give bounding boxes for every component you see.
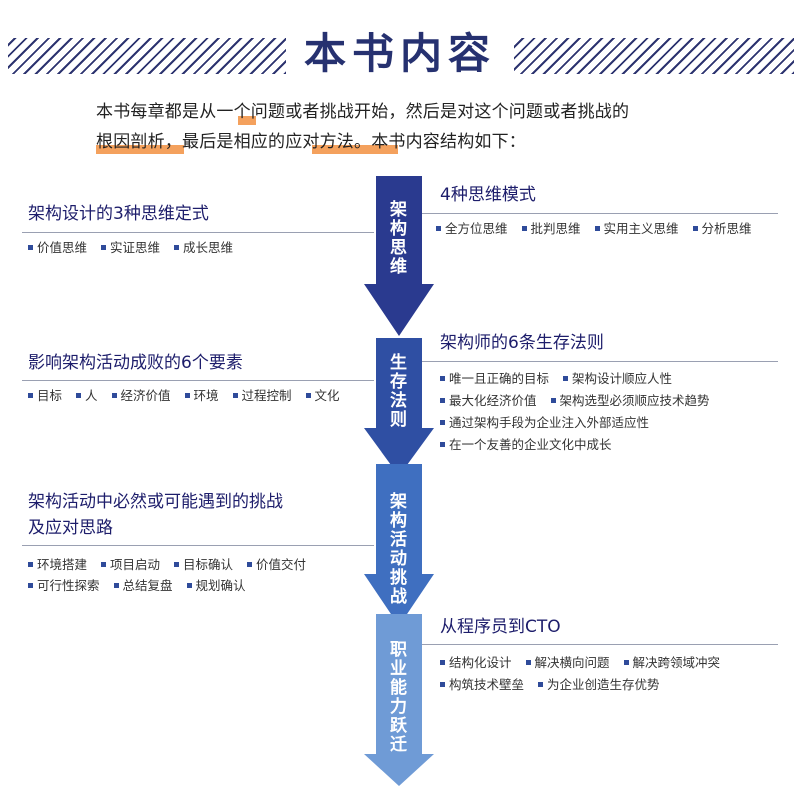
list-item: 架构设计顺应人性 [563,371,672,386]
spine-arrow-4 [364,614,434,786]
spine-arrow-2 [364,338,434,476]
list-item: 唯一且正确的目标 [440,371,549,386]
right-2-items-4: 在一个友善的企业文化中成长 [440,434,622,456]
list-item: 通过架构手段为企业注入外部适应性 [440,415,649,430]
left-3-title: 架构活动中必然或可能遇到的挑战 [28,492,283,512]
spine-arrow-3 [364,464,434,626]
list-item: 可行性探索 [28,578,100,593]
list-item: 经济价值 [111,388,171,403]
left-3-items-2: 可行性探索 总结复盘 规划确认 [28,575,256,597]
left-2-title: 影响架构活动成败的6个要素 [28,353,243,373]
list-item: 文化 [305,388,340,403]
list-item: 目标 [28,388,62,403]
list-item: 实用主义思维 [594,221,679,236]
right-2-title: 架构师的6条生存法则 [440,333,604,353]
list-item: 人 [76,388,98,403]
list-item: 过程控制 [232,388,292,403]
highlight-1 [238,116,256,125]
list-item: 构筑技术壁垒 [440,677,524,692]
left-1-rule [22,232,374,233]
right-2-rule [422,361,778,362]
list-item: 分析思维 [692,221,752,236]
list-item: 环境搭建 [28,557,87,572]
list-item: 解决跨领域冲突 [623,655,720,670]
list-item: 为企业创造生存优势 [538,677,660,692]
spine-label-1: 架构思维 [386,200,406,276]
list-item: 成长思维 [174,240,233,255]
list-item: 实证思维 [101,240,160,255]
right-3-rule [422,644,778,645]
spine-label-3: 架构活动挑战 [386,492,406,606]
right-1-title: 4种思维模式 [440,185,536,205]
right-3-items-1: 结构化设计 解决横向问题 解决跨领域冲突 [440,652,730,674]
highlight-2 [96,145,184,154]
list-item: 全方位思维 [436,221,508,236]
list-item: 价值交付 [247,557,306,572]
highlight-3 [312,145,398,154]
left-3-title-2: 及应对思路 [28,518,113,538]
right-1-items: 全方位思维 批判思维 实用主义思维 分析思维 [436,218,762,240]
intro-line-1: 本书每章都是从一个问题或者挑战开始，然后是对这个问题或者挑战的 [96,102,630,122]
left-3-items-1: 环境搭建 项目启动 目标确认 价值交付 [28,554,316,576]
left-2-items: 目标 人 经济价值 环境 过程控制 文化 [28,385,350,407]
right-2-items-3: 通过架构手段为企业注入外部适应性 [440,412,659,434]
left-1-items: 价值思维 实证思维 成长思维 [28,237,243,259]
list-item: 项目启动 [101,557,160,572]
left-2-rule [22,380,374,381]
intro-line-2: 根因剖析，最后是相应的应对方法。本书内容结构如下： [96,132,526,152]
left-1-title: 架构设计的3种思维定式 [28,204,209,224]
spine [364,176,434,786]
right-2-items-2: 最大化经济价值 架构选型必须顺应技术趋势 [440,390,720,412]
right-3-items-2: 构筑技术壁垒 为企业创造生存优势 [440,674,670,696]
list-item: 结构化设计 [440,655,512,670]
header-hatch-right [514,38,794,74]
spine-label-4: 职业能力跃迁 [386,640,406,754]
left-3-rule [22,545,374,546]
spine-label-2: 生存法则 [386,353,406,429]
list-item: 批判思维 [521,221,581,236]
list-item: 最大化经济价值 [440,393,537,408]
list-item: 规划确认 [186,578,246,593]
list-item: 目标确认 [174,557,233,572]
header-hatch-left [8,38,286,74]
right-2-items-1: 唯一且正确的目标 架构设计顺应人性 [440,368,682,390]
spine-arrow-1 [364,176,434,336]
list-item: 环境 [184,388,219,403]
list-item: 解决横向问题 [525,655,610,670]
page-title: 本书内容 [286,28,514,80]
list-item: 架构选型必须顺应技术趋势 [550,393,710,408]
list-item: 在一个友善的企业文化中成长 [440,437,612,452]
right-1-rule [422,213,778,214]
list-item: 总结复盘 [113,578,173,593]
right-3-title: 从程序员到CTO [440,617,561,637]
list-item: 价值思维 [28,240,87,255]
